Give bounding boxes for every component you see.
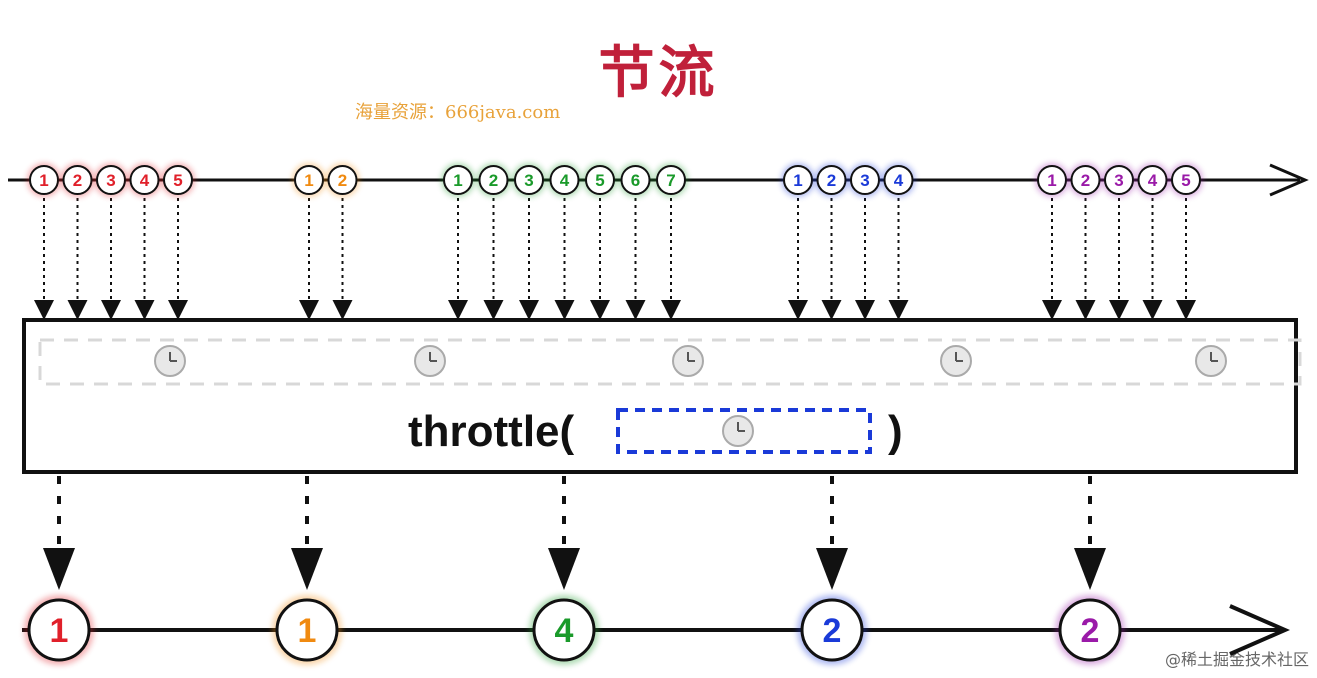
output-arrow-head (816, 548, 848, 590)
throttle-duration-box (616, 408, 872, 454)
clock-icons (154, 345, 1227, 377)
input-marble: 4 (1135, 163, 1170, 197)
input-marble: 3 (94, 163, 128, 197)
throttle-window-row (38, 338, 1302, 386)
output-arrow-head (43, 548, 75, 590)
input-marble: 1 (292, 163, 326, 197)
input-marble: 1 (781, 163, 815, 197)
input-marble-label: 2 (489, 171, 498, 190)
input-marble: 1 (1035, 163, 1069, 197)
input-marble-label: 4 (1148, 171, 1158, 190)
clock-icon (672, 345, 704, 377)
input-marble: 2 (814, 163, 849, 197)
input-arrows (34, 198, 1196, 320)
output-arrows (43, 476, 1106, 590)
input-marble: 3 (848, 163, 882, 197)
output-marble: 2 (797, 595, 867, 665)
output-marble-label: 4 (555, 612, 574, 650)
input-marble-label: 3 (524, 171, 533, 190)
output-arrow-head (548, 548, 580, 590)
output-marble: 1 (24, 595, 94, 665)
input-marbles: 1 2 3 4 5 1 2 1 2 3 4 5 6 7 1 2 3 4 1 2 3 4 5 (27, 163, 1203, 197)
input-marble-label: 7 (666, 171, 675, 190)
input-marble-label: 1 (1047, 171, 1056, 190)
operator-box: throttle( ) (22, 318, 1302, 474)
input-marble-label: 2 (827, 171, 836, 190)
input-marble: 1 (27, 163, 61, 197)
input-marble: 4 (127, 163, 162, 197)
operator-label-prefix: throttle( (408, 407, 575, 456)
input-marble: 4 (547, 163, 582, 197)
output-marble: 2 (1055, 595, 1125, 665)
watermark-bottom: @稀土掘金技术社区 (1164, 650, 1309, 669)
input-marble: 2 (476, 163, 511, 197)
clock-icon (414, 345, 446, 377)
output-arrow-head (1074, 548, 1106, 590)
input-marble-label: 6 (631, 171, 640, 190)
input-marble-label: 2 (338, 171, 347, 190)
input-marble-label: 4 (894, 171, 904, 190)
input-marble: 6 (618, 163, 653, 197)
input-marble: 2 (60, 163, 95, 197)
input-marble-label: 3 (106, 171, 115, 190)
output-marble-label: 1 (298, 612, 317, 650)
input-marble: 2 (325, 163, 360, 197)
input-marble-label: 5 (595, 171, 604, 190)
operator-label-suffix: ) (888, 407, 903, 456)
input-marble: 5 (1169, 163, 1203, 197)
input-marble-label: 1 (793, 171, 802, 190)
page-title: 节流 (598, 41, 719, 106)
output-arrow-head (291, 548, 323, 590)
clock-icon (940, 345, 972, 377)
input-marble: 1 (441, 163, 475, 197)
input-marble: 3 (1102, 163, 1136, 197)
input-marble-label: 2 (1081, 171, 1090, 190)
input-marble: 5 (583, 163, 617, 197)
input-marble-label: 1 (39, 171, 48, 190)
output-marble: 4 (529, 595, 599, 665)
input-marble-label: 3 (860, 171, 869, 190)
output-marble-label: 1 (50, 612, 69, 650)
input-marble-label: 4 (140, 171, 150, 190)
input-marble: 2 (1068, 163, 1103, 197)
input-marble-label: 5 (1181, 171, 1190, 190)
output-marble-label: 2 (1081, 612, 1100, 650)
duration-clock-icon (722, 415, 754, 447)
input-marble: 5 (161, 163, 195, 197)
input-marble-label: 5 (173, 171, 182, 190)
input-marble-label: 1 (453, 171, 462, 190)
watermark-top: 海量资源：666java.com (355, 102, 561, 123)
output-marble: 1 (272, 595, 342, 665)
input-marble-label: 2 (73, 171, 82, 190)
output-marble-label: 2 (823, 612, 842, 650)
output-marbles: 1 1 4 2 2 (24, 595, 1125, 665)
clock-icon (154, 345, 186, 377)
input-marble: 7 (654, 163, 688, 197)
input-marble-label: 1 (304, 171, 313, 190)
input-marble: 4 (881, 163, 916, 197)
input-marble-label: 3 (1114, 171, 1123, 190)
clock-icon (1195, 345, 1227, 377)
input-marble: 3 (512, 163, 546, 197)
input-marble-label: 4 (560, 171, 570, 190)
